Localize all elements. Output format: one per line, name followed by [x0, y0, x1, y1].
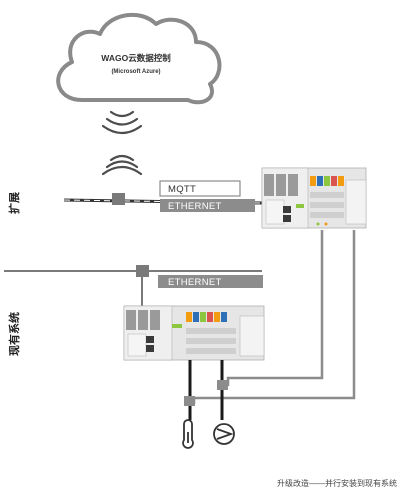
- thermometer-icon: [182, 419, 194, 449]
- ethernet-bar-lower: ETHERNET: [158, 275, 263, 288]
- wireless-signal-icon: [101, 110, 143, 135]
- mqtt-box: MQTT: [159, 180, 241, 197]
- ethernet-bar-upper: ETHERNET: [160, 199, 255, 212]
- expansion-label: 扩展: [7, 191, 21, 214]
- mqtt-label: MQTT: [168, 184, 196, 195]
- existing-system-label: 现有系统: [7, 312, 21, 356]
- caption: 升级改造——并行安装到现有系统: [277, 478, 397, 488]
- network-connector: [136, 265, 149, 277]
- cloud-title: WAGO云数据控制: [101, 53, 171, 63]
- cloud-subtitle: (Microsoft Azure): [111, 69, 160, 75]
- network-connector: [112, 193, 125, 205]
- ethernet-upper-label: ETHERNET: [168, 201, 222, 212]
- cable-junction: [184, 396, 195, 406]
- cable-junction: [217, 380, 228, 390]
- cloud-icon: [56, 13, 222, 105]
- pump-icon: [213, 423, 235, 445]
- existing-controller: [123, 305, 265, 361]
- expansion-controller: [261, 167, 367, 229]
- ethernet-lower-label: ETHERNET: [168, 277, 222, 288]
- wireless-signal-icon: [101, 154, 143, 176]
